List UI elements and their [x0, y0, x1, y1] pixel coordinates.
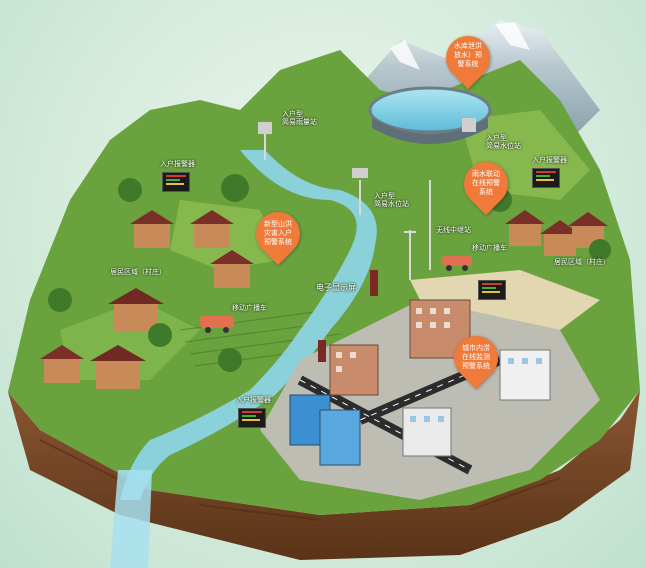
alarm-label: 入户报警器	[236, 396, 271, 404]
mountain-flood-pin-label: 新型山洪 灾害入户 预警系统	[256, 220, 300, 247]
rain-flood-pin-label: 雨水联动 在线预警 系统	[464, 170, 508, 197]
broadcast-vehicle-label: 移动广播车	[472, 244, 507, 252]
alarm-label: 入户报警器	[160, 160, 195, 168]
display-screen-label: 电子显示屏	[316, 284, 356, 292]
display-screen-post	[370, 270, 378, 296]
alarm-device-screen	[478, 280, 506, 300]
river-level-label: 入户型 简易水位站	[374, 192, 409, 208]
alarm-device-screen	[238, 408, 266, 428]
rain-station-label: 入户型 简易雨量站	[282, 110, 317, 126]
broadcast-vehicle-label: 移动广播车	[232, 304, 267, 312]
urban-flood-pin-label: 城市内涝 在线监测 预警系统	[454, 344, 498, 371]
reservoir-pin-label: 水库泄洪 放水）预 警系统	[446, 42, 490, 69]
alarm-device-screen	[532, 168, 560, 188]
alarm-label: 入户报警器	[532, 156, 567, 164]
reservoir-level-label: 入户型 简易水位站	[486, 134, 521, 150]
wireless-relay-label: 无线中继站	[436, 226, 471, 234]
alarm-device-screen	[162, 172, 190, 192]
settlement-label: 居民区域（村庄）	[554, 258, 610, 266]
settlement-label: 居民区域（村庄）	[110, 268, 166, 276]
